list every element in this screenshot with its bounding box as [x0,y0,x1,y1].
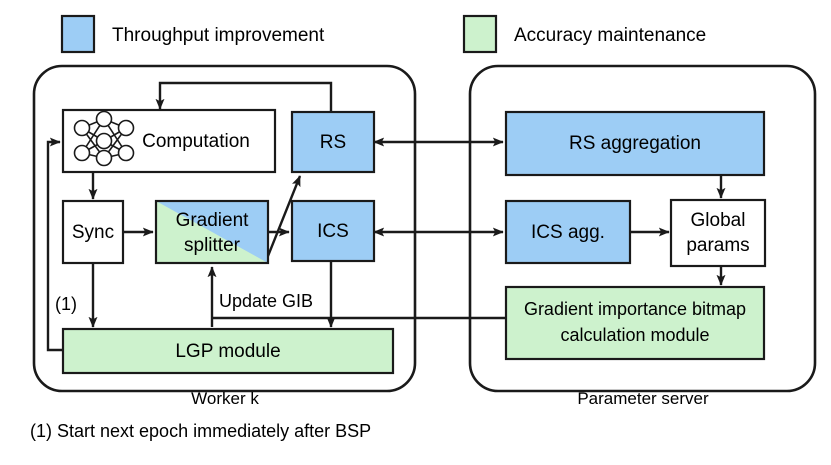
legend-label-throughput: Throughput improvement [112,25,325,46]
server-panel-label: Parameter server [577,389,709,408]
node-ics-aggregation-label: ICS agg. [531,222,605,243]
node-gib-calculation-module[interactable]: Gradient importance bitmap calculation m… [504,285,766,361]
legend-swatch-throughput [60,14,96,54]
legend: Throughput improvement Accuracy maintena… [60,14,706,54]
node-global-params-label-line2: params [686,235,749,256]
worker-connectors [46,81,506,352]
cross-panel-connectors [373,137,504,237]
figure-footnote: (1) Start next epoch immediately after B… [30,421,371,441]
node-sync[interactable]: Sync [61,199,125,265]
server-connectors [630,175,726,286]
node-gradient-splitter-label-line1: Gradient [176,210,250,231]
node-rs-label: RS [320,132,346,153]
node-lgp-module[interactable]: LGP module [61,327,395,375]
edge-label-start-next-epoch: (1) [55,294,77,314]
node-sync-label: Sync [72,222,114,243]
worker-panel-label: Worker k [191,389,259,408]
node-gib-calculation-module-label-line1: Gradient importance bitmap [524,299,746,319]
node-rs-aggregation-label: RS aggregation [569,133,701,154]
node-rs[interactable]: RS [290,110,376,174]
legend-label-accuracy: Accuracy maintenance [514,25,706,46]
node-computation-label: Computation [142,131,250,152]
node-gib-calculation-module-label-line2: calculation module [560,325,709,345]
neural-network-icon [73,110,135,167]
edge-gradient-splitter-to-rs [266,175,302,257]
node-global-params[interactable]: Global params [669,198,767,268]
node-global-params-label-line1: Global [691,210,746,231]
node-computation[interactable]: Computation [61,108,277,174]
node-ics[interactable]: ICS [290,199,376,263]
node-lgp-module-label: LGP module [175,341,280,362]
node-ics-aggregation[interactable]: ICS agg. [504,199,632,265]
legend-swatch-accuracy [462,14,498,54]
edge-rs-to-computation [155,81,333,112]
server-boxes: RS aggregation ICS agg. Global params Gr… [504,110,767,361]
node-gradient-splitter-label-line2: splitter [184,235,241,256]
node-gradient-splitter[interactable]: Gradient splitter [154,199,270,265]
edge-lgp-to-computation-loop [46,137,63,352]
node-ics-label: ICS [317,221,349,242]
worker-boxes: Computation Sync Gradient splitter [55,108,395,375]
edge-label-update-gib: Update GIB [219,291,313,311]
node-rs-aggregation[interactable]: RS aggregation [504,110,766,177]
